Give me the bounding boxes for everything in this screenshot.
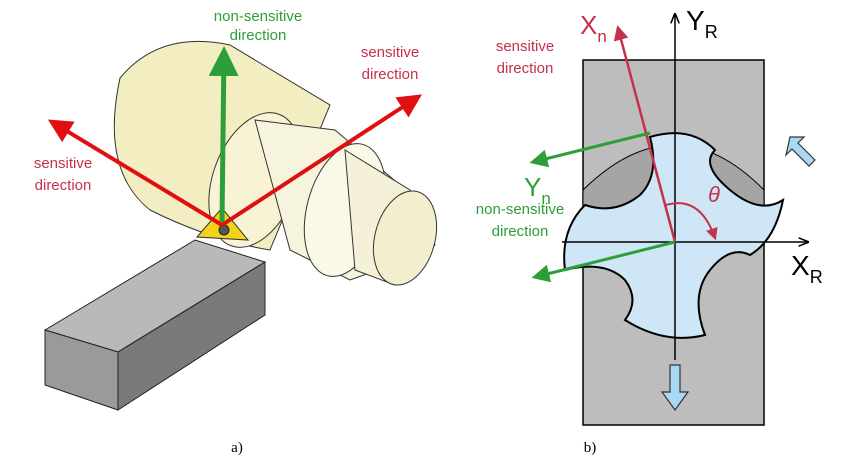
nonsensitive-arrow-up	[208, 46, 239, 223]
axis-xn-label: Xn	[580, 10, 607, 46]
b-nonsensitive-label-2: direction	[492, 223, 549, 240]
workpiece	[113, 40, 438, 286]
a-sensitive-right-label-2: direction	[362, 66, 419, 83]
a-sensitive-left-label-1: sensitive	[34, 155, 92, 172]
a-nonsensitive-label-2: direction	[230, 27, 287, 44]
feed-arrow-down	[660, 364, 690, 412]
tool-holder	[43, 239, 267, 411]
sensitive-arrow-left	[47, 119, 224, 227]
theta-symbol: θ	[708, 182, 720, 207]
caption-a: a)	[231, 440, 243, 456]
panel-a-turning: non-sensitive direction sensitive direct…	[34, 8, 438, 456]
yn-arrow-upper	[529, 131, 651, 168]
axis-yr-label: YR	[686, 5, 718, 42]
axis-xr-label: XR	[791, 250, 823, 287]
rotation-arrow-icon	[784, 136, 816, 167]
sensitive-arrow-right	[220, 94, 423, 227]
yn-arrow-lower	[531, 240, 676, 283]
b-nonsensitive-label-1: non-sensitive	[476, 201, 564, 218]
b-sensitive-label-1: sensitive	[496, 38, 554, 55]
caption-b: b)	[584, 440, 597, 456]
theta-arc	[665, 202, 718, 241]
panel-b-milling: θ sensitive direction Xn Yn non-sensitiv…	[476, 5, 823, 456]
a-sensitive-right-label-1: sensitive	[361, 44, 419, 61]
axis-yn-label: Yn	[524, 172, 551, 208]
b-sensitive-label-2: direction	[497, 60, 554, 77]
a-sensitive-left-label-2: direction	[35, 177, 92, 194]
a-nonsensitive-label-1: non-sensitive	[214, 8, 302, 25]
